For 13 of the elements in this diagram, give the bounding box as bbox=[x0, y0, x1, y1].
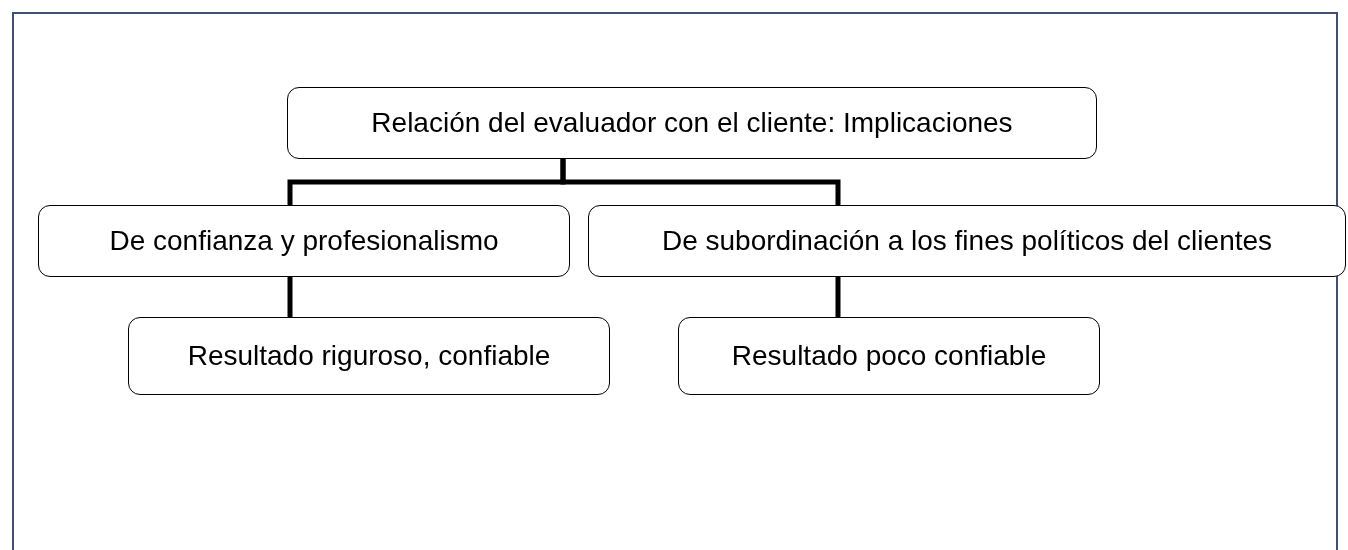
node-label: Resultado poco confiable bbox=[731, 339, 1047, 373]
node-label: Resultado riguroso, confiable bbox=[187, 339, 551, 373]
tree-node-box bbox=[38, 205, 570, 277]
node-label: De subordinación a los fines políticos del clientes bbox=[661, 224, 1273, 258]
node-label: Relación del evaluador con el cliente: Implicaciones bbox=[371, 106, 1013, 140]
tree-node-box bbox=[678, 317, 1100, 395]
tree-node-box bbox=[287, 87, 1097, 159]
connector-line bbox=[287, 277, 293, 317]
tree-node-box bbox=[588, 205, 1346, 277]
tree-node-box bbox=[128, 317, 610, 395]
connector-line bbox=[835, 277, 841, 317]
connector-line bbox=[560, 159, 841, 205]
node-label: De confianza y profesionalismo bbox=[109, 224, 499, 258]
